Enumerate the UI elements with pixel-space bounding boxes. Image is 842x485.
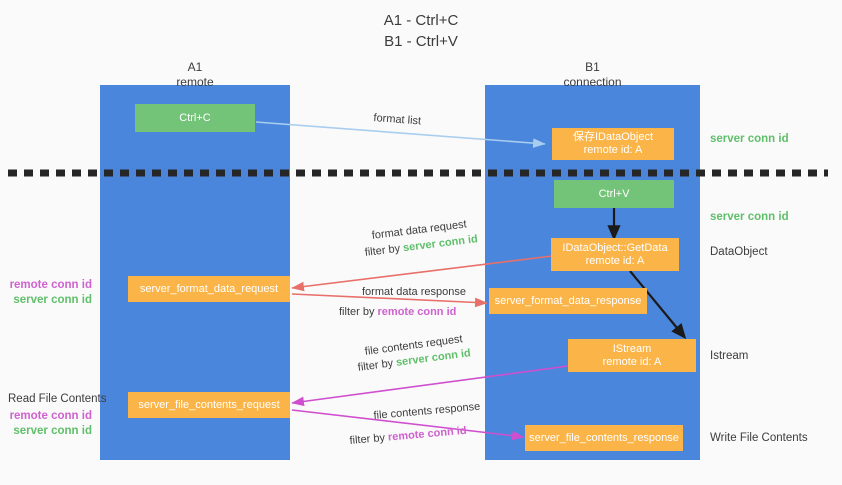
caption-filter-remote-2: filter by remote conn id (349, 424, 467, 449)
caption-filter-remote-1-value: remote conn id (377, 306, 457, 318)
box-server-format-data-response[interactable]: server_format_data_response (489, 288, 647, 314)
box-ctrl-v[interactable]: Ctrl+V (554, 180, 674, 208)
box-istream[interactable]: IStream remote id: A (568, 339, 696, 372)
label-conn-ids-file: remote conn id server conn id (0, 409, 92, 439)
label-server-conn-id-1: server conn id (13, 294, 92, 306)
label-server-conn-id-2: server conn id (13, 425, 92, 437)
label-server-conn-id-second: server conn id (710, 211, 789, 223)
label-write-file-contents: Write File Contents (710, 432, 808, 444)
label-istream: Istream (710, 350, 749, 362)
page-title: A1 - Ctrl+C B1 - Ctrl+V (383, 12, 459, 50)
caption-format-data-response: format data response (362, 285, 466, 300)
box-save-idataobject[interactable]: 保存IDataObject remote id: A (552, 128, 674, 160)
label-conn-ids-format: remote conn id server conn id (0, 278, 92, 308)
lane-header-a1: A1 remote (176, 60, 214, 89)
box-ctrl-c[interactable]: Ctrl+C (135, 104, 255, 132)
label-remote-conn-id-1: remote conn id (9, 279, 92, 291)
lane-header-b1: B1 connection (563, 60, 622, 89)
caption-file-contents-response: file contents response (373, 400, 481, 424)
label-read-file-contents: Read File Contents (8, 393, 107, 405)
caption-filter-server-1-prefix: filter by (364, 242, 404, 259)
caption-filter-server-2-prefix: filter by (357, 356, 397, 374)
caption-filter-remote-1-prefix: filter by (339, 306, 378, 318)
box-server-file-contents-response[interactable]: server_file_contents_response (525, 425, 683, 451)
caption-filter-remote-2-prefix: filter by (349, 431, 389, 447)
box-idataobject-getdata[interactable]: IDataObject::GetData remote id: A (551, 238, 679, 271)
caption-filter-remote-1: filter by remote conn id (339, 305, 456, 320)
caption-filter-remote-2-value: remote conn id (387, 424, 468, 444)
caption-format-list: format list (373, 111, 422, 128)
caption-file-contents-response-text: file contents response (373, 400, 481, 422)
label-dataobject: DataObject (710, 246, 768, 258)
box-server-format-data-request[interactable]: server_format_data_request (128, 276, 290, 302)
caption-format-data-response-text: format data response (362, 286, 466, 298)
label-server-conn-id-top: server conn id (710, 133, 789, 145)
label-remote-conn-id-2: remote conn id (9, 410, 92, 422)
box-server-file-contents-request[interactable]: server_file_contents_request (128, 392, 290, 418)
